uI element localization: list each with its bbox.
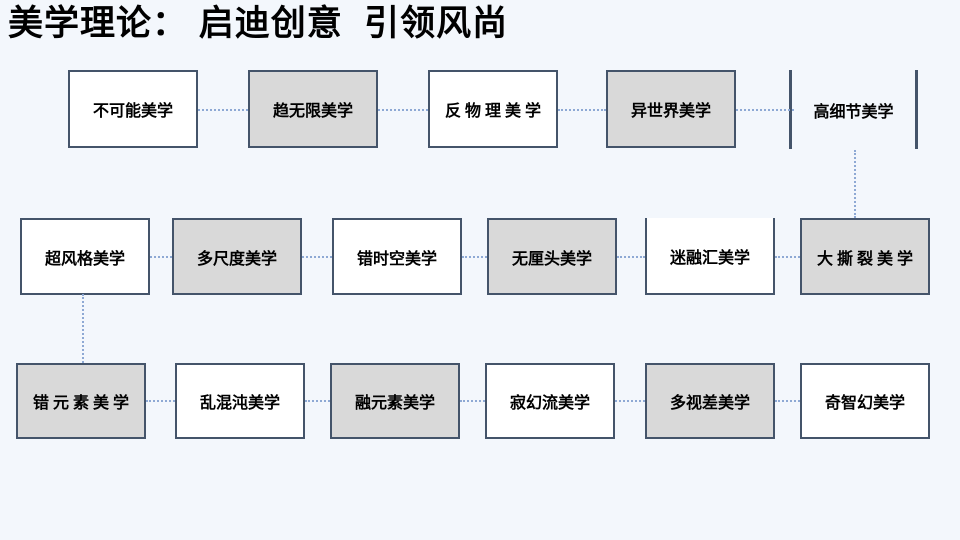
theory-box: 无厘头美学 [487, 218, 617, 295]
connector-line [305, 400, 330, 402]
connector-line [302, 256, 332, 258]
theory-box: 高细节美学 [789, 70, 918, 149]
theory-box-label: 不可能美学 [92, 103, 173, 120]
connector-line [460, 400, 485, 402]
theory-box: 异世界美学 [606, 70, 736, 148]
theory-box-label: 多视差美学 [669, 395, 750, 412]
connector-line [462, 256, 487, 258]
connector-line [146, 400, 175, 402]
theory-box-label: 趋无限美学 [272, 103, 353, 120]
theory-box-label: 反物理美学 [444, 103, 545, 120]
theory-box-label: 迷融汇美学 [669, 249, 750, 267]
theory-box: 大撕裂美学 [800, 218, 930, 295]
theory-box-label: 乱混沌美学 [199, 395, 280, 412]
theory-box: 多尺度美学 [172, 218, 302, 295]
connector-line [617, 256, 645, 258]
connector-line-vertical [82, 294, 84, 363]
theory-box: 迷融汇美学 [645, 218, 775, 295]
theory-box: 融元素美学 [330, 363, 460, 439]
connector-line [775, 256, 800, 258]
connector-line-vertical [854, 150, 856, 218]
connector-line [558, 109, 606, 111]
theory-box-label: 奇智幻美学 [824, 395, 905, 412]
theory-box-label: 错元素美学 [32, 395, 133, 412]
theory-box: 不可能美学 [68, 70, 198, 148]
theory-box-label: 寂幻流美学 [509, 395, 590, 412]
theory-box: 多视差美学 [645, 363, 775, 439]
theory-box: 错时空美学 [332, 218, 462, 295]
theory-box-label: 超风格美学 [44, 250, 125, 268]
theory-box: 错元素美学 [16, 363, 146, 439]
connector-line [378, 109, 428, 111]
theory-box: 寂幻流美学 [485, 363, 615, 439]
theory-box-label: 高细节美学 [813, 103, 894, 121]
theory-box-label: 融元素美学 [354, 395, 435, 412]
page-title: 美学理论： 启迪创意 引领风尚 [8, 4, 509, 43]
theory-box: 趋无限美学 [248, 70, 378, 148]
theory-box-label: 异世界美学 [630, 103, 711, 120]
theory-box: 奇智幻美学 [800, 363, 930, 439]
theory-box-label: 大撕裂美学 [816, 250, 917, 268]
theory-box-label: 错时空美学 [356, 250, 437, 268]
connector-line [615, 400, 645, 402]
connector-line [150, 256, 172, 258]
theory-box-label: 多尺度美学 [196, 250, 277, 268]
theory-box: 乱混沌美学 [175, 363, 305, 439]
theory-box: 超风格美学 [20, 218, 150, 295]
theory-box-label: 无厘头美学 [511, 250, 592, 268]
connector-line [775, 400, 800, 402]
theory-box: 反物理美学 [428, 70, 558, 148]
connector-line [198, 109, 248, 111]
connector-line [736, 109, 794, 111]
